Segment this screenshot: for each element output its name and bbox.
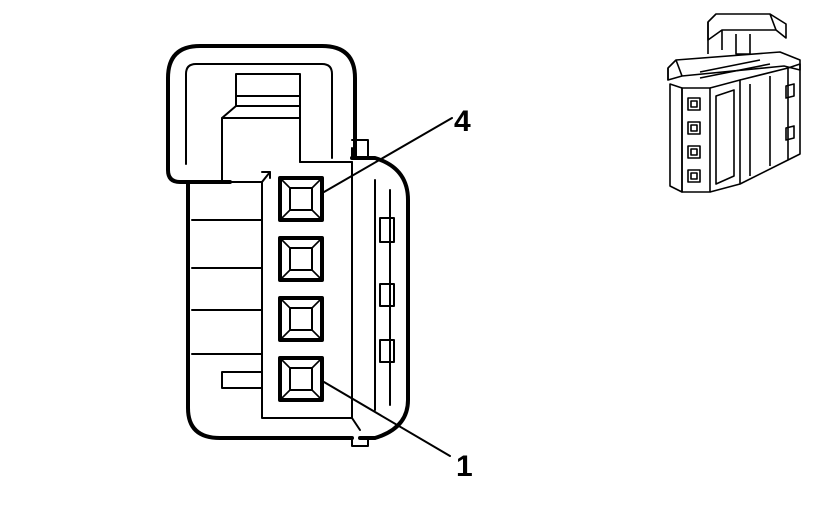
leader-line-pin-4 <box>323 117 453 193</box>
leader-line-pin-1 <box>323 381 451 457</box>
terminal-cavity-pin-3 <box>278 236 324 282</box>
terminal-cavity-pin-2 <box>278 296 324 342</box>
callout-label-pin-4: 4 <box>454 105 471 138</box>
connector-face-view <box>166 44 410 447</box>
callout-pin-4: 4 <box>323 105 471 193</box>
housing-body <box>186 139 410 447</box>
callout-pin-1: 1 <box>323 381 473 483</box>
terminal-cavity-pin-1 <box>278 356 324 402</box>
callout-label-pin-1: 1 <box>456 450 473 483</box>
connector-isometric-view <box>667 13 801 193</box>
terminal-cavity-pin-4 <box>278 176 324 222</box>
locking-latch <box>166 44 357 184</box>
